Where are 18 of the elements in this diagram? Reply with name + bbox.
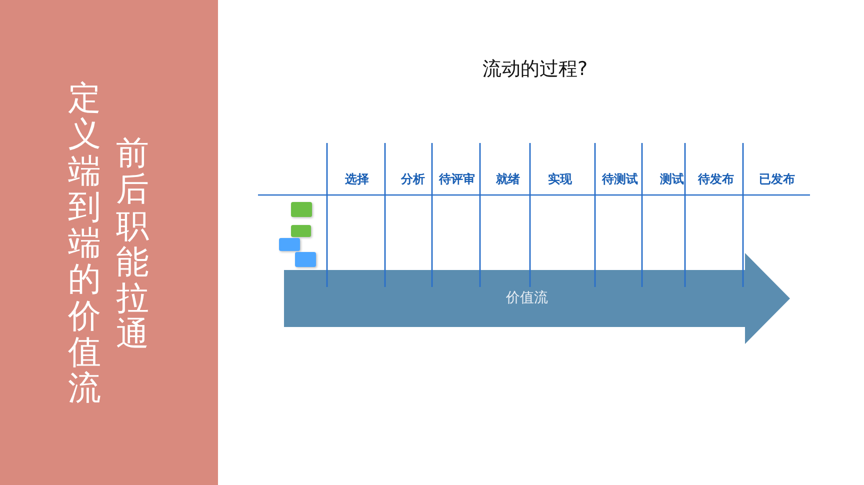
task-card xyxy=(279,238,300,251)
column-header: 实现 xyxy=(548,171,572,188)
vertical-heading: 前后职能拉通 xyxy=(116,135,149,353)
column-header: 分析 xyxy=(401,171,425,188)
flow-label: 价值流 xyxy=(505,289,549,307)
column-header: 待发布 xyxy=(698,171,734,188)
task-card xyxy=(295,252,316,267)
column-header: 待测试 xyxy=(602,171,638,188)
flow-arrow xyxy=(284,253,790,344)
task-card xyxy=(291,202,312,217)
vertical-heading: 定义端到端的价值流 xyxy=(68,80,101,407)
title: 流动的过程? xyxy=(481,57,589,82)
column-header: 选择 xyxy=(345,171,369,188)
column-header: 测试 xyxy=(660,171,684,188)
task-card xyxy=(291,225,311,237)
column-header: 待评审 xyxy=(439,171,475,188)
column-header: 就绪 xyxy=(496,171,520,188)
column-header: 已发布 xyxy=(759,171,795,188)
